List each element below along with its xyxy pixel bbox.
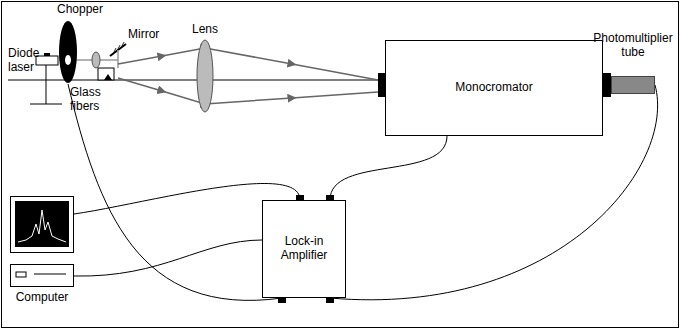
instrument-box: Monocromator — [385, 40, 603, 136]
chopper-wheel — [59, 21, 77, 83]
screen — [15, 201, 69, 247]
focus-lens — [92, 52, 100, 68]
node-label: Lock-in Amplifier — [268, 235, 340, 263]
signal-cable — [330, 136, 447, 200]
reflected-beam — [117, 50, 119, 68]
signal-cable — [68, 84, 282, 300]
photomultiplier-tube — [611, 76, 655, 94]
stand-base — [30, 104, 62, 105]
optical-bench — [8, 80, 378, 81]
fiber-holder — [98, 68, 114, 80]
node-label: Photomultiplier tube — [591, 32, 675, 60]
monitor — [11, 197, 74, 253]
spectrum-trace — [18, 210, 66, 242]
computer-base — [11, 265, 74, 287]
node-label: Monocromator — [455, 81, 532, 95]
computer-node: Computer — [10, 196, 74, 288]
exit-slit — [602, 73, 611, 97]
fiber-end — [104, 74, 112, 80]
drive-slot — [16, 272, 26, 277]
node-label: Computer — [16, 291, 69, 305]
part-label: Glass fibers — [70, 86, 106, 114]
lens — [197, 40, 213, 112]
part-label: Mirror — [128, 28, 159, 42]
signal-cable — [74, 240, 262, 276]
laser-mount — [44, 53, 50, 56]
part-label: Lens — [192, 23, 218, 37]
computer-illustration — [10, 196, 74, 288]
light-ray — [118, 48, 378, 80]
light-ray — [118, 78, 378, 104]
tube-body — [612, 77, 655, 94]
node-label: Chopper — [57, 3, 103, 17]
drive-line — [34, 274, 66, 275]
instrument-box: Lock-in Amplifier — [262, 200, 346, 298]
chopper-disc — [58, 20, 78, 84]
chopper-node: Chopper — [58, 20, 78, 84]
chopper-slot — [65, 55, 71, 65]
laser-stand — [46, 65, 47, 104]
part-label: Diode laser — [8, 47, 44, 75]
pmt-node: Photomultiplier tube — [611, 76, 655, 94]
